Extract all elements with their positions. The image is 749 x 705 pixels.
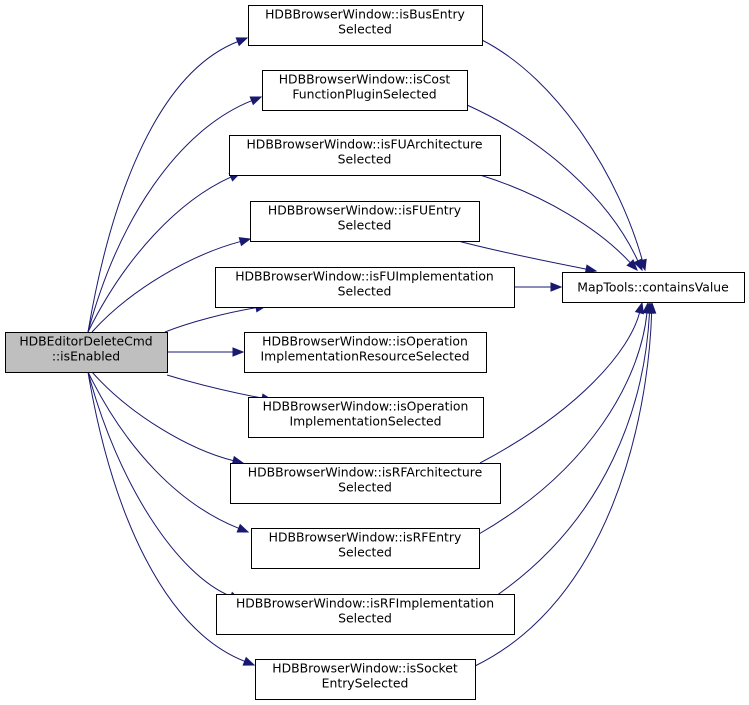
node-isRFImplementationSelected[interactable]: HDBBrowserWindow::isRFImplementationSele…: [216, 594, 515, 635]
node-label-line: HDBBrowserWindow::isRFArchitecture: [248, 465, 482, 480]
edge-line: [87, 176, 232, 333]
node-box: [216, 594, 515, 635]
call-nodes: HDBEditorDeleteCmd::isEnabledHDBBrowserW…: [5, 5, 745, 700]
edge-root-to-isOperationImplementationResourceSelected: [166, 347, 245, 357]
node-label-line: HDBBrowserWindow::isBusEntry: [265, 7, 465, 22]
edge-line: [87, 371, 231, 597]
edge-line: [479, 174, 631, 263]
edge-isRFImplementationSelected-to-target: [489, 301, 655, 601]
node-box: [250, 201, 480, 242]
node-label-line: HDBBrowserWindow::isFUArchitecture: [246, 137, 482, 152]
arrowhead-icon: [232, 347, 245, 357]
edge-line: [166, 374, 263, 399]
node-label-line: Selected: [338, 611, 392, 626]
arrowhead-icon: [633, 258, 643, 272]
arrowhead-icon: [550, 282, 563, 292]
node-box: [5, 332, 168, 373]
edge-line: [87, 371, 239, 529]
edge-root-to-isCostFunctionPluginSelected: [87, 96, 263, 333]
node-isFUArchitectureSelected[interactable]: HDBBrowserWindow::isFUArchitectureSelect…: [229, 135, 501, 176]
edge-root-to-isFUArchitectureSelected: [87, 172, 242, 333]
edge-line: [481, 39, 643, 261]
edge-root-to-isRFEntrySelected: [87, 371, 250, 533]
node-label-line: HDBEditorDeleteCmd: [19, 334, 152, 349]
node-label-line: ::isEnabled: [52, 349, 120, 364]
arrowhead-icon: [646, 301, 657, 314]
node-isCostFunctionPluginSelected[interactable]: HDBBrowserWindow::isCostFunctionPluginSe…: [262, 70, 468, 111]
edge-root-to-isFUEntrySelected: [91, 237, 252, 333]
edge-line: [87, 371, 245, 662]
node-box: [248, 5, 483, 46]
node-isOperationImplementationSelected[interactable]: HDBBrowserWindow::isOperationImplementat…: [248, 397, 484, 438]
edge-isCostFunctionPluginSelected-to-target: [466, 104, 643, 272]
node-label-line: Selected: [338, 545, 392, 560]
node-label-line: EntrySelected: [322, 676, 409, 691]
node-label-line: HDBBrowserWindow::isRFImplementation: [236, 596, 494, 611]
node-label-line: HDBBrowserWindow::isOperation: [263, 399, 469, 414]
node-label-line: HDBBrowserWindow::isSocket: [272, 661, 458, 676]
edge-line: [457, 240, 587, 270]
arrowhead-icon: [626, 259, 638, 271]
arrowhead-icon: [236, 523, 250, 533]
node-label-line: Selected: [338, 218, 392, 233]
node-label-line: Selected: [338, 480, 392, 495]
node-label-line: HDBBrowserWindow::isRFEntry: [269, 530, 462, 545]
edge-line: [91, 371, 234, 462]
edge-line: [479, 312, 641, 464]
node-box: [215, 267, 515, 308]
edge-line: [164, 307, 257, 333]
node-isFUImplementationSelected[interactable]: HDBBrowserWindow::isFUImplementationSele…: [215, 267, 515, 308]
edge-isSocketEntrySelected-to-target: [474, 301, 657, 667]
edge-root-to-isBusEntrySelected: [87, 37, 249, 333]
edge-line: [489, 312, 650, 601]
edge-isFUImplementationSelected-to-target: [514, 282, 563, 292]
node-label-line: HDBBrowserWindow::isCost: [279, 72, 451, 87]
arrowhead-icon: [238, 237, 252, 247]
node-label-line: HDBBrowserWindow::isOperation: [262, 334, 468, 349]
edge-isFUArchitectureSelected-to-target: [479, 174, 638, 271]
node-label-line: MapTools::containsValue: [577, 280, 729, 295]
node-root[interactable]: HDBEditorDeleteCmd::isEnabled: [5, 332, 168, 373]
edge-root-to-isRFImplementationSelected: [87, 371, 242, 601]
arrowhead-icon: [634, 301, 644, 315]
node-box: [255, 659, 476, 700]
arrowhead-icon: [249, 96, 263, 106]
node-box: [262, 70, 468, 111]
edge-isBusEntrySelected-to-target: [481, 39, 647, 272]
node-box: [230, 463, 501, 504]
node-label-line: HDBBrowserWindow::isFUEntry: [268, 203, 461, 218]
node-label-line: Selected: [338, 284, 392, 299]
edge-line: [478, 312, 648, 535]
edge-root-to-isSocketEntrySelected: [87, 371, 256, 666]
node-box: [244, 332, 487, 373]
arrowhead-icon: [242, 656, 256, 666]
node-box: [248, 397, 484, 438]
node-label-line: FunctionPluginSelected: [292, 87, 436, 102]
node-isOperationImplementationResourceSelected[interactable]: HDBBrowserWindow::isOperationImplementat…: [244, 332, 487, 373]
edge-line: [91, 241, 241, 333]
edge-line: [87, 100, 252, 333]
node-box: [251, 528, 480, 569]
arrowhead-icon: [235, 37, 249, 47]
node-label-line: ImplementationSelected: [289, 414, 441, 429]
node-isRFArchitectureSelected[interactable]: HDBBrowserWindow::isRFArchitectureSelect…: [230, 463, 501, 504]
node-box: [229, 135, 501, 176]
node-label-line: Selected: [338, 152, 392, 167]
arrowhead-icon: [584, 264, 598, 274]
edge-line: [87, 41, 238, 333]
edge-line: [474, 312, 653, 667]
node-box: [562, 272, 745, 303]
node-target[interactable]: MapTools::containsValue: [562, 272, 745, 303]
edge-line: [466, 104, 639, 262]
node-label-line: Selected: [338, 22, 392, 37]
node-label-line: HDBBrowserWindow::isFUImplementation: [235, 269, 494, 284]
edge-isRFArchitectureSelected-to-target: [479, 301, 644, 464]
edge-isRFEntrySelected-to-target: [478, 301, 652, 535]
node-label-line: ImplementationResourceSelected: [261, 349, 470, 364]
